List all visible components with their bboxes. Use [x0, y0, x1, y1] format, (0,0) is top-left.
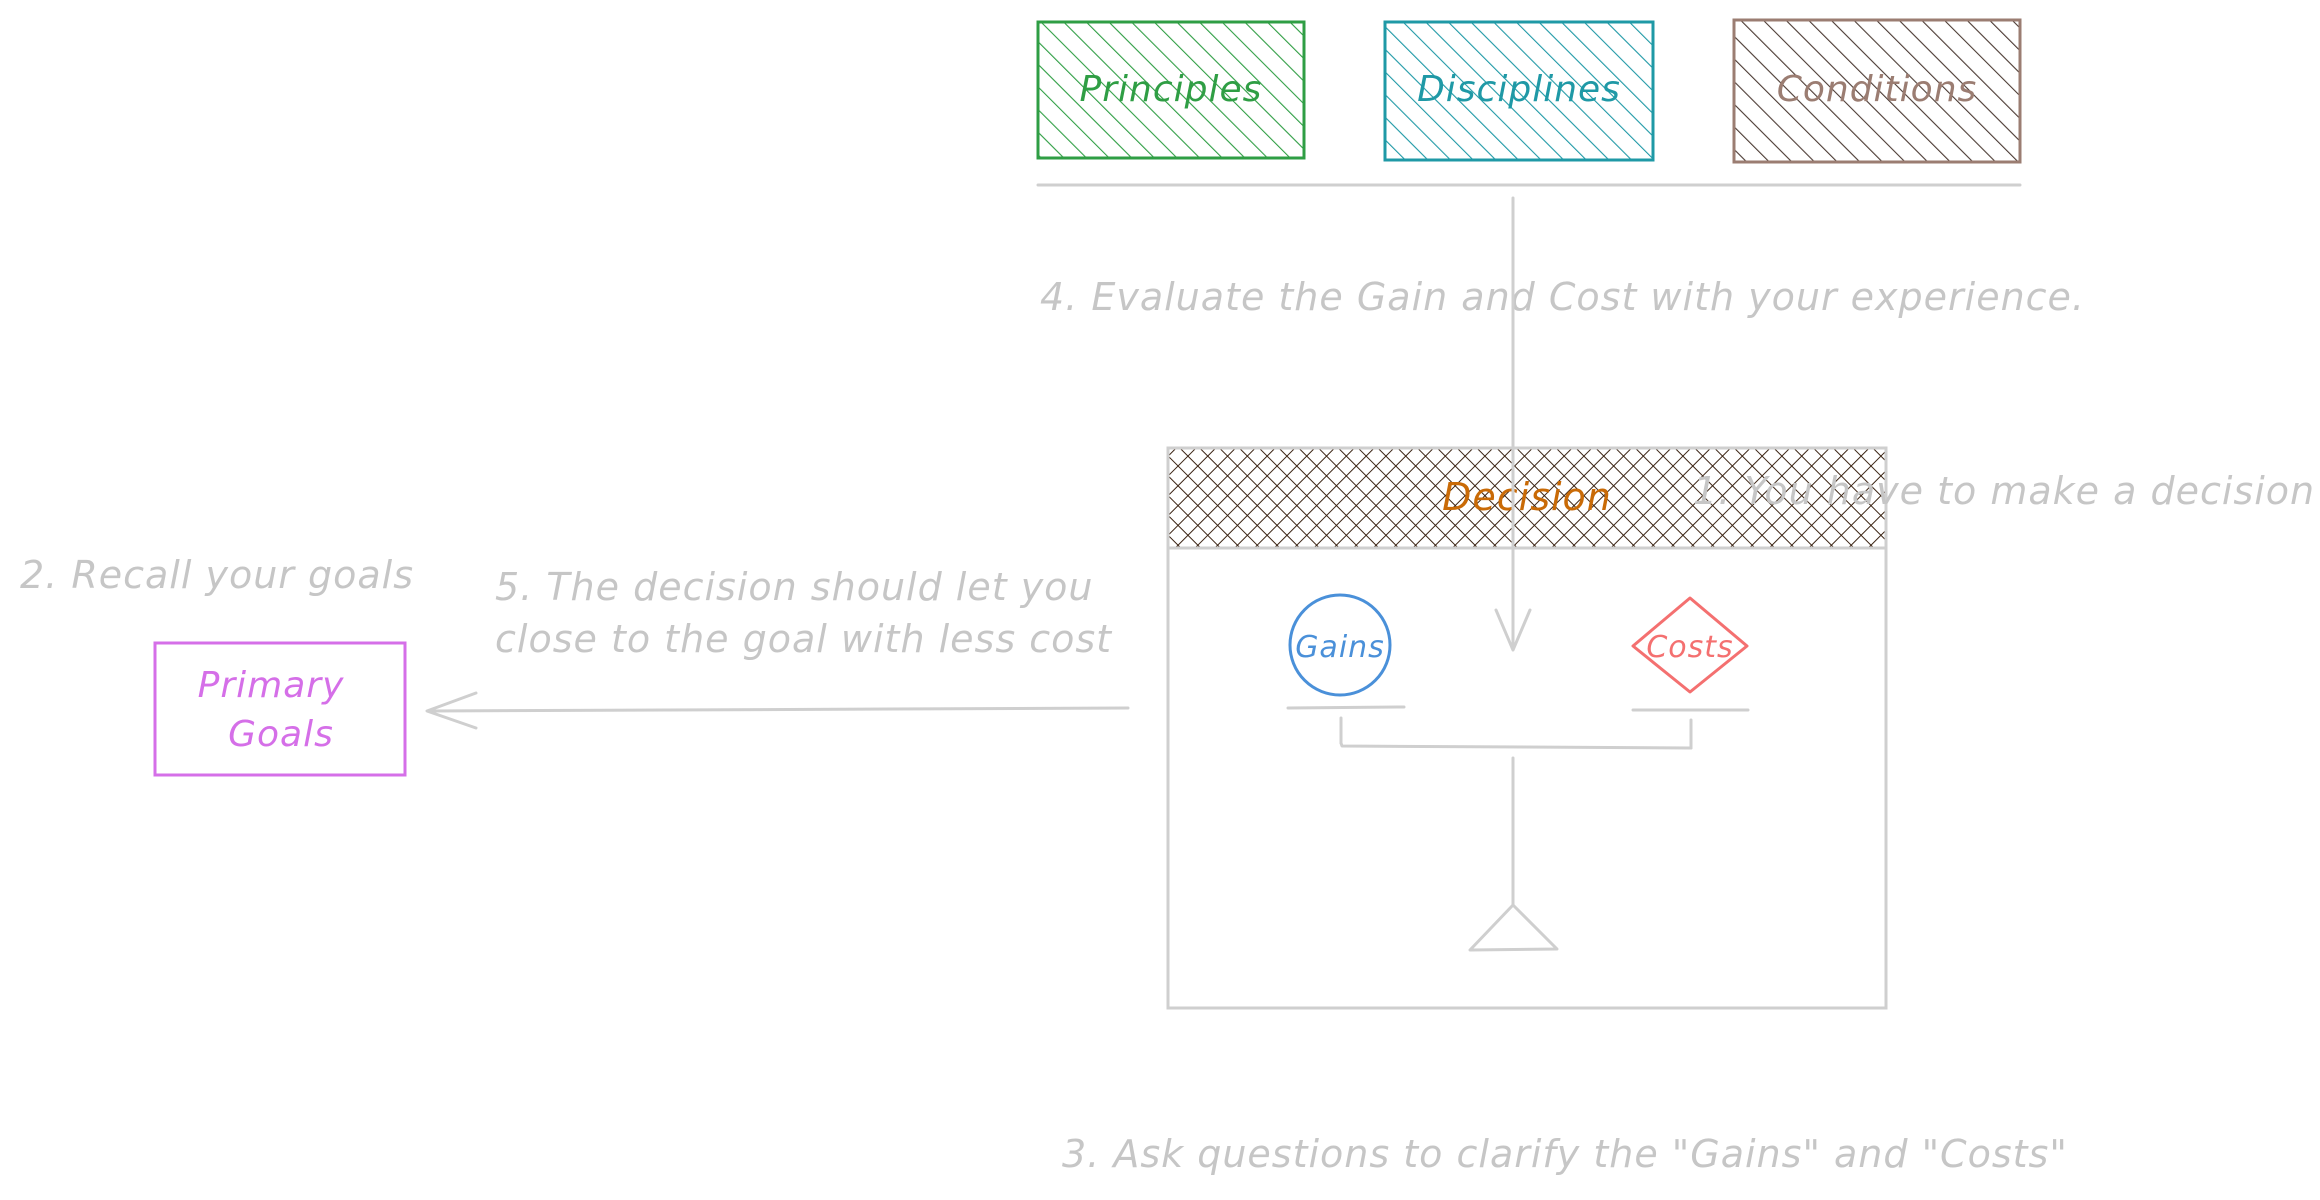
arrow-left-icon: [425, 691, 1130, 730]
decision-panel: Decision: [1166, 446, 1888, 1010]
conditions-box[interactable]: Conditions: [1732, 18, 2022, 164]
step3-label: 3. Ask questions to clarify the "Gains" …: [1062, 1132, 2068, 1176]
gains-label: Gains: [1295, 630, 1385, 665]
goals-line1: Primary: [198, 665, 345, 706]
arrow-down-icon: [1494, 196, 1532, 652]
primary-goals-box[interactable]: Primary Goals: [153, 641, 407, 777]
costs-label: Costs: [1646, 630, 1733, 665]
disciplines-box[interactable]: Disciplines: [1383, 20, 1655, 162]
gains-node[interactable]: Gains: [1288, 593, 1392, 697]
principles-box[interactable]: Principles: [1036, 20, 1306, 160]
costs-node[interactable]: Costs: [1631, 596, 1749, 694]
step5-label-line2: close to the goal with less cost: [495, 617, 1113, 661]
step2-label: 2. Recall your goals: [20, 553, 414, 597]
balance-scale-icon: [1286, 705, 1750, 952]
goals-line2: Goals: [228, 714, 334, 755]
step5-label-line1: 5. The decision should let you: [495, 565, 1094, 609]
conditions-label: Conditions: [1777, 69, 1978, 110]
decision-frame: [1166, 446, 1888, 1010]
principles-label: Principles: [1080, 69, 1263, 110]
step4-label: 4. Evaluate the Gain and Cost with your …: [1040, 275, 2085, 319]
disciplines-label: Disciplines: [1417, 69, 1621, 110]
decision-title: Decision: [1442, 475, 1612, 519]
step1-label: 1. You have to make a decision: [1693, 469, 2315, 513]
